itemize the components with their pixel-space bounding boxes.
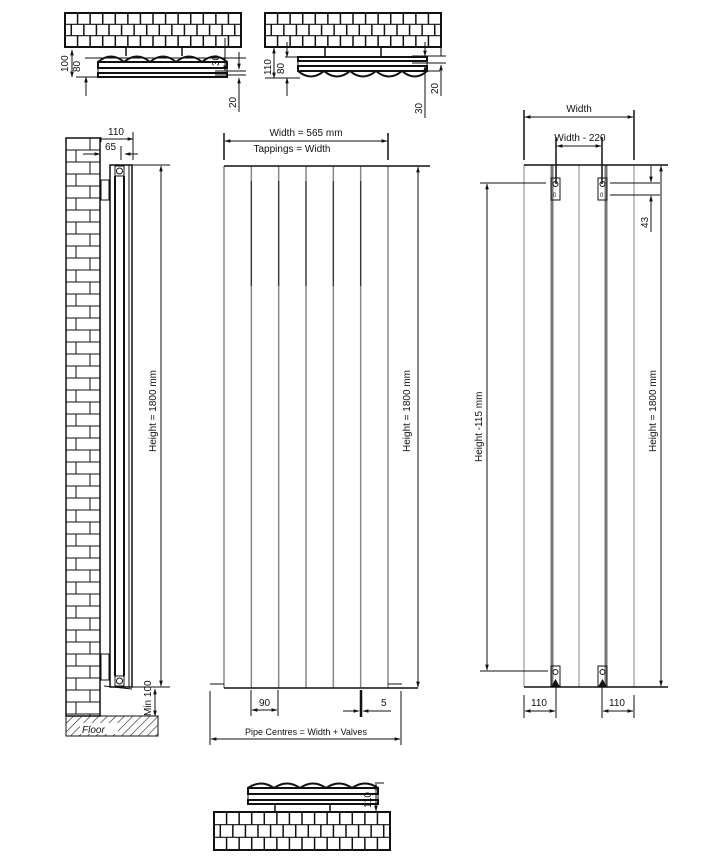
valve-offset-label: 5 [381,698,387,709]
valve-top [114,165,125,177]
top-view-left: 100 80 30 20 [60,12,246,112]
wall-bracket-top [100,179,110,201]
rear-bracket-bottom-right [597,665,608,687]
dim-pipe-offset: 65 [105,142,117,153]
dim-height: Height = 1800 mm [148,370,159,452]
height-label: Height = 1800 mm [648,370,659,452]
bottom-view: 110 [213,782,391,851]
width-label: Width = 565 mm [269,128,342,139]
wall-outline [65,137,101,717]
top-offset-label: 43 [640,216,651,228]
column-pitch-label: 90 [259,698,271,709]
wall-bracket [274,804,331,812]
wall-bracket [324,47,382,56]
dim-depth: 80 [72,60,83,72]
height-label: Height = 1800 mm [402,370,413,452]
front-view: Width = 565 mm Tappings = Width Height =… [209,128,430,745]
radiator-columns [223,166,389,688]
rear-bracket-top-left: 0 [550,177,561,201]
radiator-profile [97,55,228,78]
side-view: Floor 110 65 Height = 1800 mm Min 100 [65,127,170,737]
top-view-right: 110 80 20 30 [263,12,446,118]
right-edge-offset-label: 110 [609,698,625,709]
dim-overall-depth: 100 [60,55,71,72]
pipe-centres-label: Pipe Centres = Width + Valves [245,727,367,737]
left-edge-offset-label: 110 [531,698,547,709]
dim-bracket-offset: 30 [414,102,425,114]
tappings-label: Tappings = Width [254,144,331,155]
rear-bracket-bottom-left [550,665,561,687]
svg-text:0: 0 [600,193,604,199]
brick-wall [64,12,242,48]
dim-overall-depth: 110 [263,59,274,75]
valve-bottom [114,675,125,687]
wall-bracket [125,47,183,56]
dim-bracket-offset: 30 [211,54,222,66]
dim-depth: 110 [363,792,374,808]
dim-wall-gap: 20 [228,96,239,108]
rear-view: Width Width - 220 0 0 [474,104,668,718]
wall-bracket-bottom [100,653,110,681]
brick-wall-vertical [65,137,101,717]
dim-min-floor: Min 100 [143,680,154,716]
brick-wall [264,12,442,48]
bracket-spacing-label: Width - 220 [554,133,606,144]
dim-depth: 80 [276,62,287,74]
bracket-height-label: Height -115 mm [474,392,485,462]
floor-label: Floor [82,725,105,736]
dim-projection: 110 [108,127,124,138]
rear-bracket-top-right: 0 [597,177,608,201]
radiator-profile [297,56,428,78]
radiator-profile [247,782,379,805]
svg-text:0: 0 [553,193,557,199]
radiator-side [103,164,133,690]
brick-wall [213,811,391,851]
width-label: Width [566,104,592,115]
radiator-rear-columns [523,165,635,687]
dim-wall-gap: 20 [430,82,441,94]
